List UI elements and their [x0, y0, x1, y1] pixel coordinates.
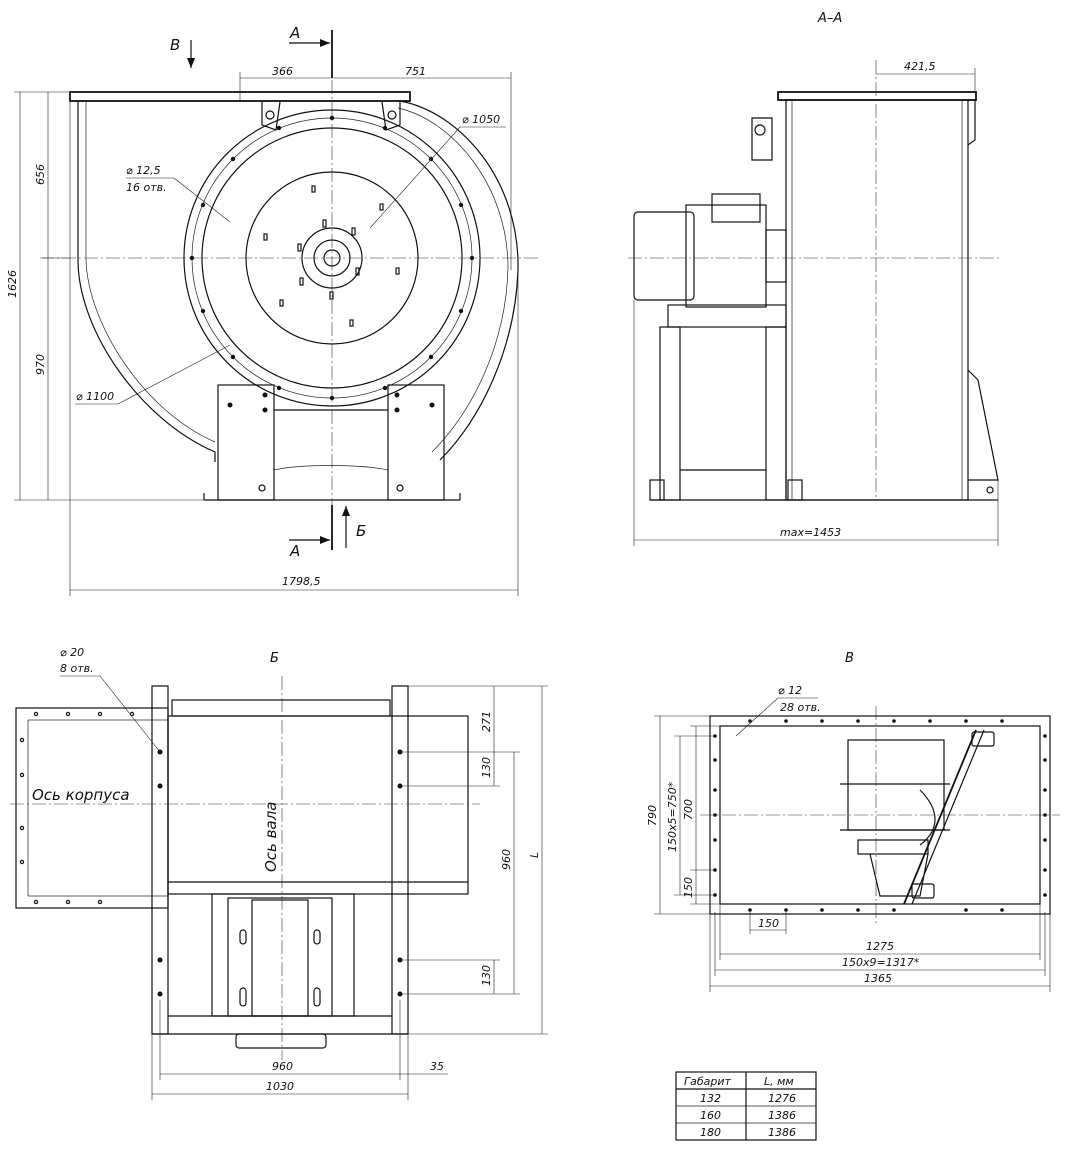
motor-stand-leg-left — [659, 326, 681, 501]
motor-fan-cover — [633, 211, 695, 301]
callout-dia-1050: ⌀ 1050 — [462, 113, 500, 126]
side-view-v: В — [646, 651, 1060, 992]
table-header-size: Габарит — [684, 1075, 732, 1088]
motor-stand-leg-right — [765, 326, 787, 501]
bottom-view-b: Б — [10, 646, 548, 1100]
dim-150-pitch: 150 — [758, 917, 779, 930]
section-outlet-flare — [967, 369, 999, 481]
table-header-length: L, мм — [764, 1075, 794, 1088]
table-cell: 1386 — [768, 1126, 796, 1139]
dim-656: 656 — [34, 164, 47, 185]
table-cell: 160 — [700, 1109, 721, 1122]
dim-960-horizontal: 960 — [272, 1060, 293, 1073]
bottom-frame-holes — [157, 749, 403, 997]
dim-366: 366 — [272, 65, 293, 78]
table-cell: 180 — [700, 1126, 721, 1139]
lifting-lug-left — [261, 101, 281, 131]
section-view-a-a: А–А 421,5 max=1453 — [628, 11, 1000, 546]
dim-700: 700 — [682, 799, 695, 820]
dim-l: L — [528, 852, 541, 858]
scroll-housing-left-inner — [85, 101, 216, 443]
dim-1275: 1275 — [866, 940, 894, 953]
side-hole-count: 28 отв. — [780, 701, 821, 714]
dim-150x5: 150x5=750* — [666, 781, 679, 852]
side-partition — [903, 729, 977, 905]
dim-1365: 1365 — [864, 972, 892, 985]
dim-150x9: 150x9=1317* — [842, 956, 920, 969]
dim-970: 970 — [34, 354, 47, 375]
motor-body — [685, 204, 767, 308]
dim-751: 751 — [405, 65, 426, 78]
view-arrow-b-label: Б — [356, 522, 366, 540]
side-hole-size: ⌀ 12 — [778, 684, 802, 697]
side-bottom-dimensions: 150 1275 150x9=1317* 1365 — [709, 904, 1051, 992]
section-marker-bottom-label: А — [289, 542, 300, 560]
bottom-hole-size: ⌀ 20 — [60, 646, 84, 659]
callout-dia-1100: ⌀ 1100 — [76, 390, 114, 403]
dim-790: 790 — [646, 805, 659, 826]
size-table: Габарит L, мм 132 1276 160 1386 180 1386 — [675, 1071, 817, 1141]
dim-1626: 1626 — [6, 270, 19, 298]
bottom-motor-base — [211, 893, 355, 1017]
bottom-housing — [167, 715, 469, 895]
view-arrow-v-label: В — [170, 36, 180, 54]
bottom-hole-count: 8 отв. — [60, 662, 94, 675]
section-lug — [967, 99, 976, 146]
dim-1798: 1798,5 — [282, 575, 321, 588]
bottom-rail-left — [151, 685, 169, 1035]
section-title: А–А — [817, 11, 842, 26]
body-axis-label: Ось корпуса — [32, 786, 130, 804]
shaft-axis-label: Ось вала — [262, 802, 280, 872]
section-housing — [785, 99, 969, 501]
bottom-right-dimensions: 271 130 960 130 L — [400, 685, 548, 1035]
dim-max-1453: max=1453 — [780, 526, 841, 539]
dim-1030: 1030 — [266, 1080, 294, 1093]
side-left-dimensions: 790 150x5=750* 700 150 — [646, 715, 720, 915]
dim-35: 35 — [430, 1060, 444, 1073]
bottom-lower-dimensions: 960 1030 35 — [151, 1000, 448, 1100]
bottom-flange-holes — [19, 711, 135, 905]
scroll-housing-left — [77, 101, 216, 462]
callout-hole-12-5: ⌀ 12,5 — [126, 164, 161, 177]
section-flange — [777, 91, 977, 101]
table-cell: 132 — [700, 1092, 721, 1105]
callout-hole-16: 16 отв. — [126, 181, 167, 194]
table-cell: 1386 — [768, 1109, 796, 1122]
disc-slots — [263, 185, 400, 327]
lifting-lug-right — [381, 101, 401, 131]
dim-130-lower: 130 — [480, 965, 493, 986]
table-cell: 1276 — [768, 1092, 796, 1105]
bottom-view-title: Б — [270, 651, 279, 666]
scroll-housing-right-inner — [397, 107, 509, 453]
front-callouts: ⌀ 1050 ⌀ 1100 ⌀ 12,5 16 отв. — [75, 113, 506, 405]
motor-stand-top — [667, 304, 787, 328]
side-view-title: В — [845, 651, 854, 666]
dim-150-corner: 150 — [682, 877, 695, 898]
scroll-housing-right — [399, 100, 519, 461]
section-marker-top-label: А — [289, 24, 300, 42]
front-view: В А — [6, 24, 540, 596]
dim-960-vertical: 960 — [500, 849, 513, 870]
bottom-outlet-flange — [15, 707, 169, 909]
motor-bracket — [751, 117, 773, 161]
bottom-rail-right — [391, 685, 409, 1035]
front-dimensions: 366 751 1626 656 970 1798,5 — [6, 65, 519, 596]
motor-flange — [765, 229, 787, 283]
side-flange-holes — [713, 719, 1047, 912]
side-impeller — [847, 739, 945, 831]
motor-terminal-box — [711, 193, 761, 223]
dim-271: 271 — [480, 711, 493, 732]
dim-130-upper: 130 — [480, 757, 493, 778]
dim-421-5: 421,5 — [904, 60, 936, 73]
